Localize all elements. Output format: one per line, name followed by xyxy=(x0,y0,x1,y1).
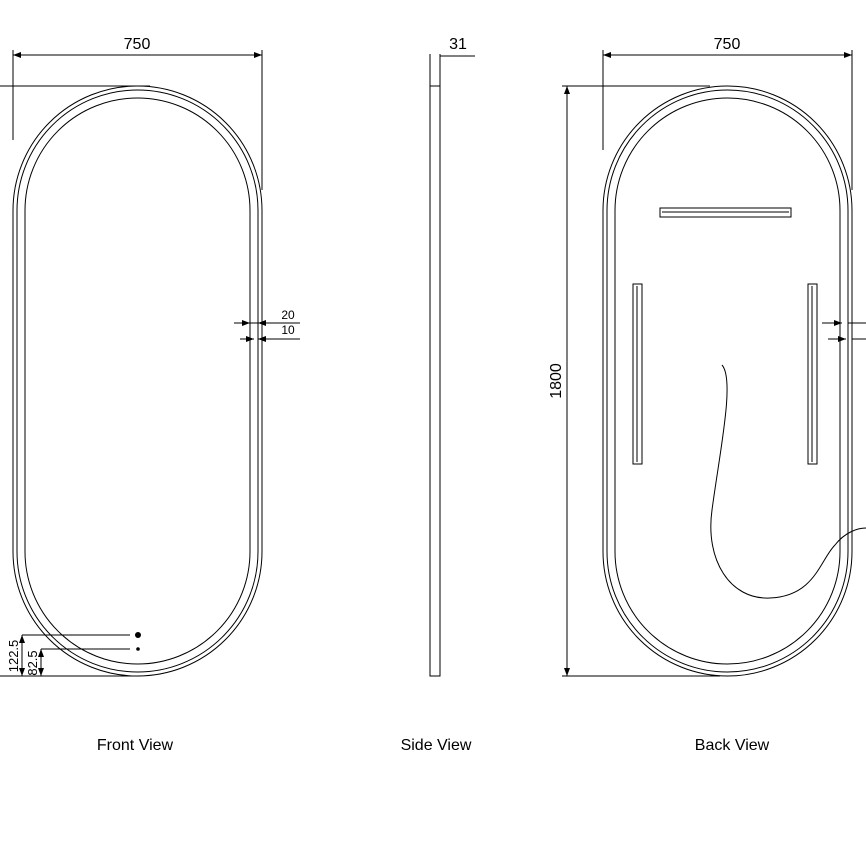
back-outer-frame xyxy=(602,85,853,677)
mirror-glass-edge xyxy=(24,97,251,665)
sensor-high-dimension: 122.5 xyxy=(6,640,21,673)
side-view: 31 Side View xyxy=(401,36,475,754)
led-strip-top xyxy=(659,207,792,218)
side-depth-dimension: 31 xyxy=(449,36,467,53)
front-width-dimension: 750 xyxy=(124,36,151,53)
back-view: 750 1800 Back View xyxy=(548,36,866,754)
mirror-outer-frame xyxy=(12,85,263,677)
back-view-label: Back View xyxy=(695,737,770,754)
back-height-dimension: 1800 xyxy=(548,363,565,399)
frame-width-dimension: 20 xyxy=(281,308,295,322)
side-profile xyxy=(429,85,441,677)
led-strip-right xyxy=(807,283,818,465)
side-view-label: Side View xyxy=(401,737,472,754)
back-width-dimension: 750 xyxy=(714,36,741,53)
led-strip-left xyxy=(632,283,643,465)
power-cable xyxy=(710,364,866,599)
front-view-label: Front View xyxy=(97,737,174,754)
sensor-dot-icon xyxy=(136,647,140,651)
sensor-low-dimension: 82.5 xyxy=(25,650,40,675)
mirror-inner-frame xyxy=(16,89,259,673)
front-view: 750 20 10 122.5 82.5 Front View xyxy=(0,36,300,754)
glass-inset-dimension: 10 xyxy=(281,323,295,337)
touch-sensor-icon xyxy=(135,632,141,638)
